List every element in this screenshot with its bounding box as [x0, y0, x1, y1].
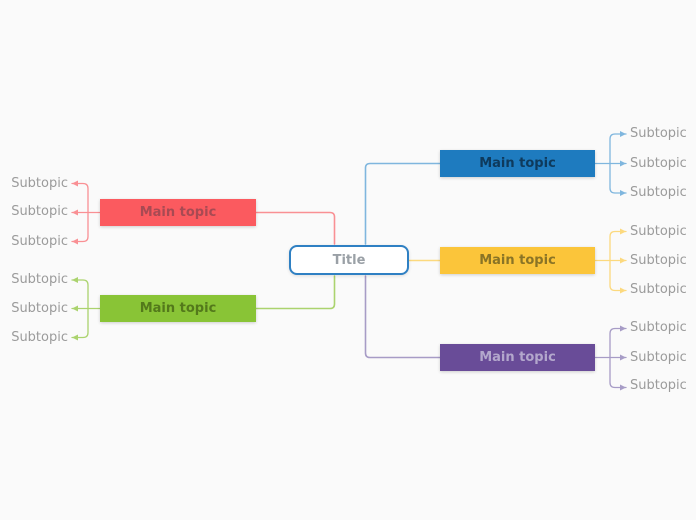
- subtopic-node[interactable]: Subtopic: [630, 282, 687, 297]
- subtopic-node[interactable]: Subtopic: [630, 224, 687, 239]
- connector-subtopic: [71, 211, 89, 245]
- connector-subtopic: [71, 307, 89, 341]
- main-topic-node-blue[interactable]: Main topic: [440, 150, 595, 177]
- connector-subtopic: [609, 325, 627, 359]
- subtopic-node[interactable]: Subtopic: [630, 378, 687, 393]
- connector-title-red: [255, 211, 336, 245]
- subtopic-node[interactable]: Subtopic: [630, 253, 687, 268]
- main-topic-node-yellow[interactable]: Main topic: [440, 247, 595, 274]
- subtopic-node[interactable]: Subtopic: [11, 301, 68, 316]
- subtopic-node[interactable]: Subtopic: [11, 204, 68, 219]
- subtopic-node[interactable]: Subtopic: [630, 320, 687, 335]
- subtopic-node[interactable]: Subtopic: [11, 272, 68, 287]
- main-topic-node-red[interactable]: Main topic: [100, 199, 256, 226]
- main-topic-node-purple[interactable]: Main topic: [440, 344, 595, 371]
- connector-subtopic: [609, 228, 627, 262]
- subtopic-node[interactable]: Subtopic: [11, 234, 68, 249]
- title-node[interactable]: Title: [289, 245, 409, 275]
- connector-subtopic: [71, 277, 89, 310]
- subtopic-node[interactable]: Subtopic: [630, 350, 687, 365]
- subtopic-node[interactable]: Subtopic: [630, 126, 687, 141]
- subtopic-node[interactable]: Subtopic: [11, 176, 68, 191]
- connector-subtopic: [609, 259, 627, 294]
- main-topic-node-green[interactable]: Main topic: [100, 295, 256, 322]
- subtopic-node[interactable]: Subtopic: [630, 185, 687, 200]
- connector-subtopic: [609, 131, 627, 165]
- connector-subtopic: [71, 180, 89, 214]
- connector-title-purple: [364, 275, 441, 359]
- connector-subtopic: [609, 356, 627, 391]
- subtopic-node[interactable]: Subtopic: [11, 330, 68, 345]
- subtopic-node[interactable]: Subtopic: [630, 156, 687, 171]
- connector-title-blue: [364, 162, 441, 245]
- connector-subtopic: [609, 162, 627, 196]
- connector-title-green: [255, 275, 336, 310]
